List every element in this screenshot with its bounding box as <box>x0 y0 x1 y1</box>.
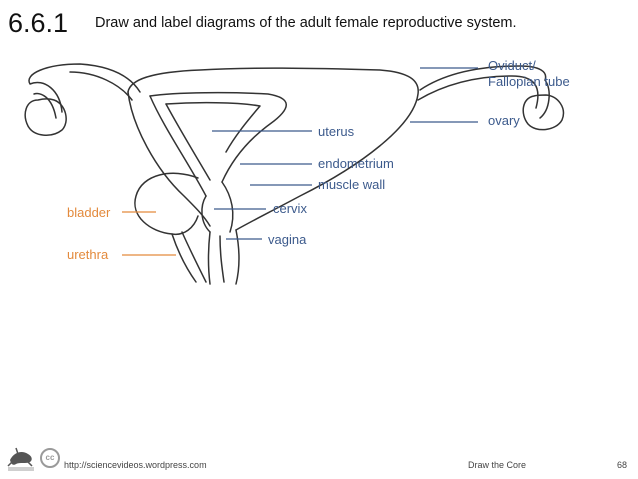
label-endometrium: endometrium <box>318 156 394 171</box>
label-cervix: cervix <box>273 201 307 216</box>
left-fallopian-tube <box>28 63 141 113</box>
label-urethra: urethra <box>67 247 109 262</box>
footer-page-number: 68 <box>617 460 628 470</box>
label-oviduct-line1: Oviduct/ <box>488 58 536 73</box>
right-fallopian-tube <box>419 65 547 91</box>
vagina-canal <box>207 231 211 285</box>
label-vagina: vagina <box>268 232 307 247</box>
lizard-logo-icon <box>7 447 34 471</box>
label-bladder: bladder <box>67 205 111 220</box>
endometrium-line <box>165 101 261 153</box>
footer-url[interactable]: http://sciencevideos.wordpress.com <box>64 460 207 470</box>
label-uterus: uterus <box>318 124 355 139</box>
uterus-cavity <box>149 91 287 183</box>
label-oviduct-line2: Fallopian tube <box>488 74 570 89</box>
label-ovary: ovary <box>488 113 520 128</box>
cervix-shape <box>201 195 211 233</box>
right-ovary <box>522 94 565 131</box>
slide-title: Draw and label diagrams of the adult fem… <box>95 15 517 31</box>
cc-license-icon: cc <box>40 448 60 468</box>
slide-number: 6.6.1 <box>8 8 69 38</box>
urethra-tube <box>171 233 197 283</box>
uterus-outer-wall <box>127 67 419 231</box>
label-oviduct: Oviduct/ Fallopian tube <box>488 58 570 90</box>
label-muscle-wall: muscle wall <box>318 177 386 192</box>
footer-center-text: Draw the Core <box>468 460 527 470</box>
bladder-shape <box>134 172 199 236</box>
